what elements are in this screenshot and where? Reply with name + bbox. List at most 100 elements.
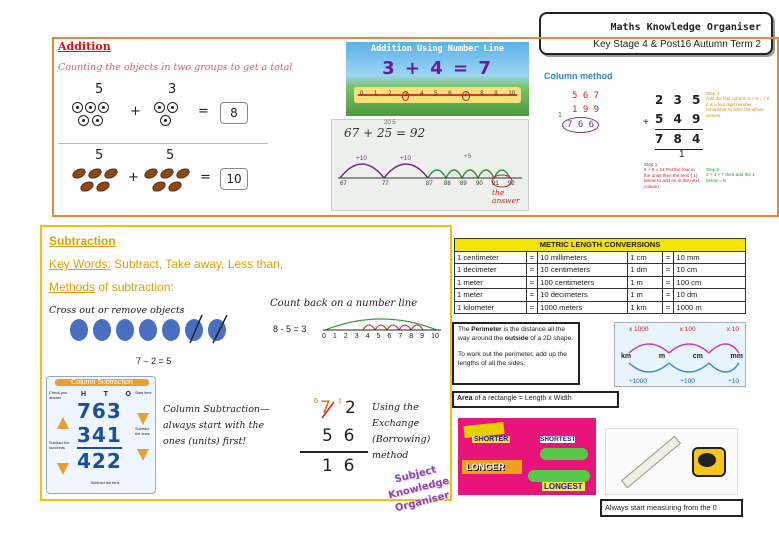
keywords-text: Subtract, Take away, Less than, [114, 257, 284, 271]
number-line-tick: 2 [388, 91, 392, 97]
count-back-tick: 0 [322, 333, 326, 340]
shorter-label: SHORTER [472, 436, 511, 443]
rugby-ball-icon [94, 179, 112, 194]
step2-note: Step 2. 3 + 4 + 7 then add the 1 below =… [706, 167, 768, 183]
metric-cell: 1000 m [673, 300, 746, 314]
metric-cell: 10 dm [673, 288, 746, 302]
metric-cell: 100 cm [673, 275, 746, 289]
multiply-label: x 100 [679, 326, 696, 333]
multiply-labels: x 1000 x 100 x 10 [629, 326, 739, 333]
whiteboard-top-label: 20 5 [384, 120, 396, 126]
number-line-tick: 3 [402, 91, 410, 101]
text-part: of a 2D shape. [528, 334, 574, 342]
step3-text: Add the last column 2 + 5 = 7 If it is a… [706, 96, 770, 118]
number-line-tick: 10 [508, 91, 515, 97]
number-line-tick: 4 [420, 91, 424, 97]
rugby-ball-icon [150, 179, 168, 194]
metric-cell: 1 m [627, 275, 663, 289]
metric-cell: = [525, 250, 539, 264]
count-back-tick: 8 [409, 333, 414, 340]
number-line-tick: 5 [434, 91, 438, 97]
metric-cell: 1 cm [627, 250, 663, 264]
rugby-ball-icon [158, 166, 176, 181]
ex1-b: 3 [168, 82, 177, 97]
conversion-arrows [628, 343, 740, 373]
football-icon [72, 102, 83, 113]
measuring-tools-image [605, 428, 738, 495]
ex2-a: 5 [95, 148, 104, 163]
column-subtraction-image: Column Subtraction H T O 763 341 422 Che… [46, 376, 156, 494]
whiteboard-stop: 88 [444, 181, 451, 187]
count-back-tick: 5 [376, 333, 381, 340]
count-back-caption: Count back on a number line [270, 298, 418, 309]
area-box: Area of a rectangle = Length x Width [452, 391, 619, 408]
addition-panel [52, 37, 779, 217]
exchange-ones: 2 [345, 398, 356, 418]
metric-cell: 10 cm [673, 263, 746, 277]
count-back-tick: 10 [431, 333, 439, 340]
oval-icon [116, 319, 134, 341]
perimeter-definition: The Perimeter is the distance all the wa… [458, 326, 574, 343]
ex2-answer-box: 10 [220, 168, 248, 190]
number-line-axis [358, 94, 517, 96]
number-line-equation: 3 + 4 = 7 [382, 58, 493, 79]
whiteboard-stop: 90 [476, 181, 483, 187]
metric-cell: = [525, 300, 539, 314]
side-note: Check you answer [49, 391, 67, 400]
outside-term: outside [504, 334, 529, 342]
metric-cell: 10 centimeters [537, 263, 629, 277]
caterpillar-icon [540, 448, 588, 460]
ex1-equals: = [198, 104, 209, 119]
step2-label: Step 2. [706, 167, 721, 172]
calc-line: 5 4 9 [655, 112, 704, 126]
calc-line: 5 6 7 [572, 91, 600, 101]
calc-line: 1 9 9 [572, 105, 600, 115]
metric-cell: = [661, 275, 675, 289]
number-line-tick: 6 [448, 91, 452, 97]
count-back-tick: 9 [420, 333, 425, 340]
rugby-ball-icon [70, 166, 88, 181]
football-icon [167, 102, 178, 113]
divider [58, 143, 268, 144]
count-back-sum: 8 - 5 = 3 [273, 324, 307, 334]
rugby-ball-icon [102, 166, 120, 181]
count-back-tick: 3 [354, 333, 359, 340]
column-subtraction-text: Column Subtraction— always start with th… [163, 404, 270, 447]
length-comparison-image: SHORTER SHORTEST LONGER LONGEST [458, 418, 596, 495]
metric-cell: = [525, 288, 539, 302]
metric-conversion-table: METRIC LENGTH CONVERSIONS 1 centimeter=1… [454, 238, 746, 314]
digit-row: 341 [77, 423, 122, 449]
number-line-tick: 8 [480, 91, 484, 97]
exchange-small: 1 [338, 398, 342, 405]
unit-labels: km m cm mm [621, 353, 743, 360]
title-box: Maths Knowledge Organiser Key Stage 4 & … [539, 12, 773, 55]
methods-line: Methods of subtraction: [49, 280, 174, 294]
longer-label: LONGER [466, 462, 505, 472]
football-group-5 [72, 100, 116, 130]
rugby-ball-group-5b [142, 166, 194, 196]
oval-icon [139, 319, 157, 341]
unit-label: km [621, 353, 632, 360]
metric-cell: = [661, 250, 675, 264]
number-line-tick: 7 [462, 91, 470, 101]
ex2-plus: + [128, 170, 139, 185]
count-back-number-line [323, 318, 441, 331]
metric-title: METRIC LENGTH CONVERSIONS [454, 238, 746, 252]
rugby-ball-icon [86, 166, 104, 181]
t-label: T [103, 391, 108, 398]
crayon-long [462, 460, 522, 474]
arrow-down-icon [137, 413, 149, 425]
area-term: Area [457, 395, 473, 402]
number-line-tick: 0 [360, 91, 364, 97]
ruler-icon [620, 435, 682, 489]
subtraction-heading: Subtraction [49, 234, 116, 248]
ex1-plus: + [130, 104, 141, 119]
calc-line: 7 8 4 [655, 129, 704, 150]
multiply-label: x 10 [726, 326, 739, 333]
addition-instruction: Counting the objects in two groups to ge… [58, 62, 293, 73]
